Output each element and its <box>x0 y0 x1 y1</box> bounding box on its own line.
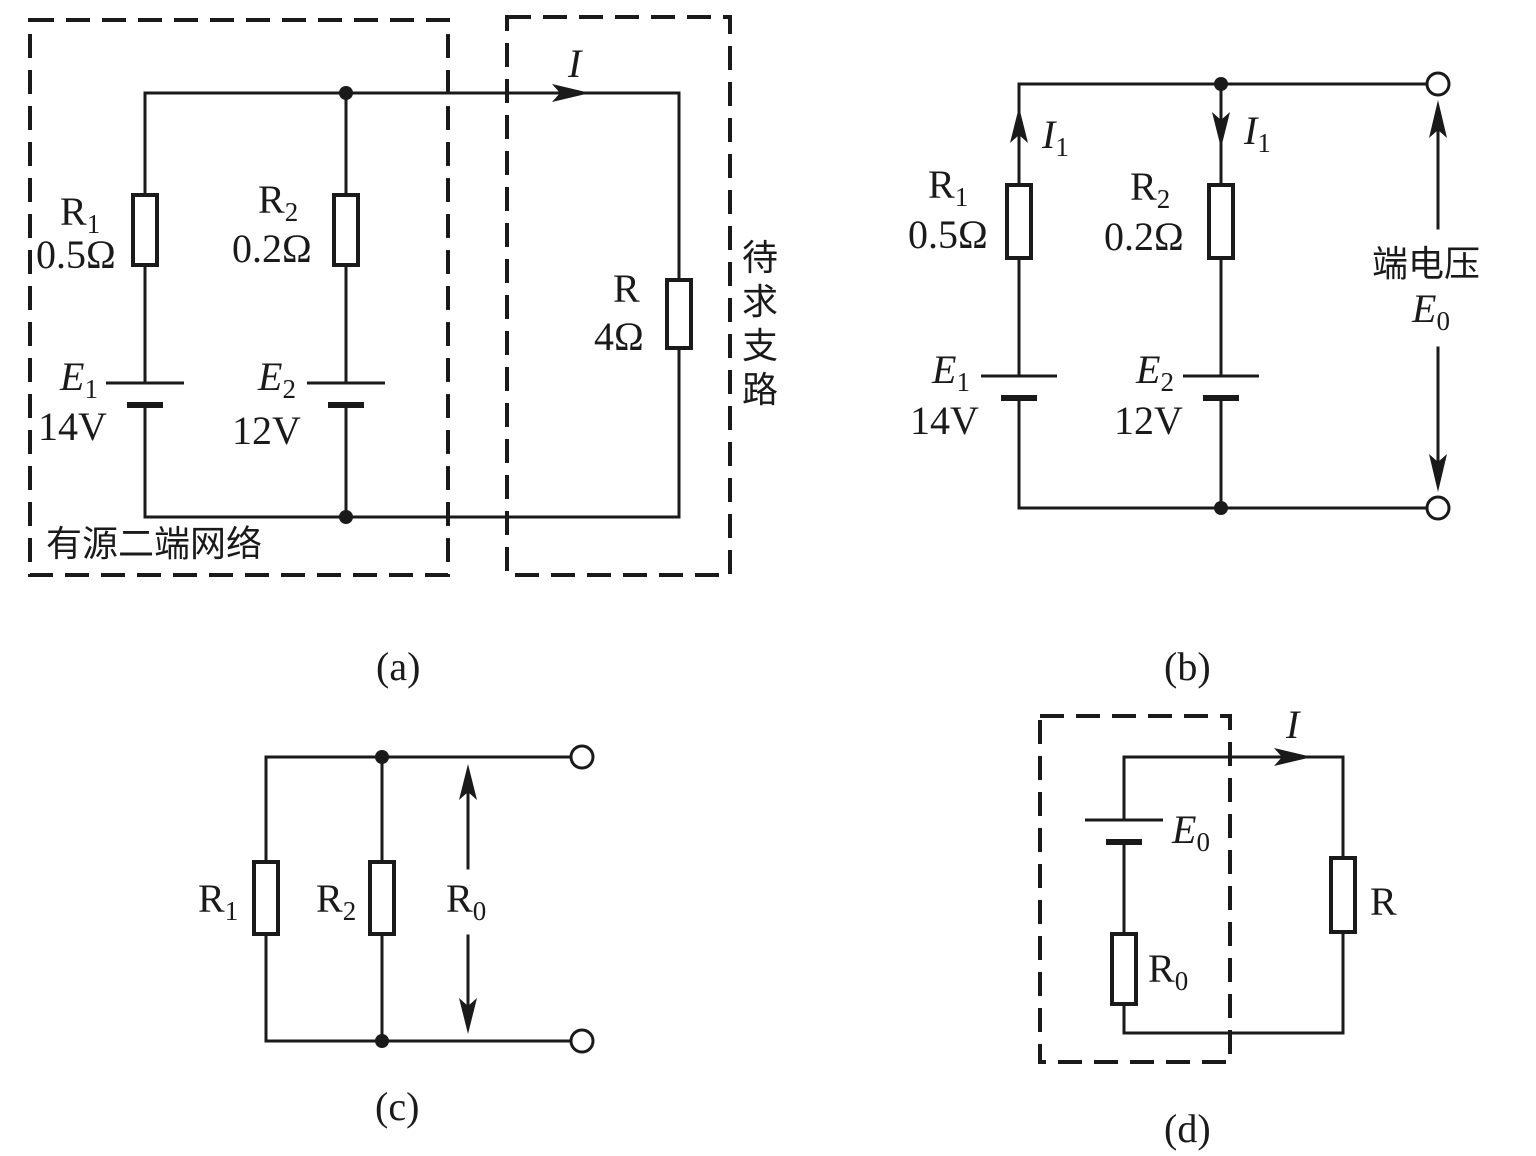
bottom-wire <box>1122 930 1345 1035</box>
voltage-arrow-up-icon <box>1429 100 1447 138</box>
terminal-top <box>569 744 595 770</box>
top-wire <box>143 91 681 282</box>
e1-label: E1 <box>59 354 98 404</box>
branch-label: 待求支路 <box>742 238 778 411</box>
r2-value: 0.2Ω <box>232 226 312 271</box>
active-network-label: 有源二端网络 <box>46 524 262 565</box>
e2-value: 12V <box>1114 398 1183 443</box>
junction-bottom <box>1214 501 1228 515</box>
r0-arrow-up-icon <box>459 764 477 800</box>
junction-bottom <box>339 510 353 524</box>
current-label: I <box>1285 702 1301 747</box>
diagram-a: I R1 0.5Ω R2 0.2Ω R 4Ω E1 14V E2 12V 有源二… <box>28 15 778 689</box>
junction-bottom <box>375 1034 389 1048</box>
resistor-r1 <box>131 193 159 267</box>
resistor-r1 <box>1005 183 1033 260</box>
r1-label: R1 <box>60 189 100 239</box>
e1-value: 14V <box>910 398 979 443</box>
resistor-r2 <box>1207 183 1235 260</box>
voltage-arrow-down-icon <box>1429 454 1447 492</box>
r0-arrow-down-icon <box>459 998 477 1034</box>
junction-top <box>339 86 353 100</box>
e0-label: E0 <box>1411 286 1450 336</box>
junction-top <box>375 750 389 764</box>
r2-label: R2 <box>316 876 356 926</box>
diagram-b: I1 I1 R1 0.5Ω R2 0.2Ω E1 14V E2 12V 端电压 … <box>908 71 1480 689</box>
current-arrow-icon <box>1274 748 1312 766</box>
current-up-arrow-icon <box>1010 107 1028 143</box>
outer-wire <box>1017 82 1432 510</box>
resistor-r1 <box>252 860 280 936</box>
e1-value: 14V <box>38 404 107 449</box>
r2-label: R2 <box>1130 164 1170 214</box>
r1-value: 0.5Ω <box>908 212 988 257</box>
resistor-r2 <box>368 860 396 936</box>
r1-label: R1 <box>198 876 238 926</box>
resistor-r0 <box>1110 932 1138 1006</box>
r1-value: 0.5Ω <box>36 232 116 277</box>
branch-box <box>505 15 732 577</box>
resistor-r <box>1329 856 1357 934</box>
current-down-arrow-icon <box>1212 112 1230 148</box>
current-arrow-icon <box>552 84 590 102</box>
terminal-voltage-label: 端电压 <box>1372 244 1480 285</box>
bottom-wire <box>143 346 681 519</box>
diagram-d: I E0 R0 R (d) <box>1038 702 1397 1151</box>
e2-value: 12V <box>232 408 301 453</box>
r0-label: R0 <box>1148 946 1188 996</box>
caption-c: (c) <box>375 1084 419 1129</box>
r2-label: R2 <box>258 177 298 227</box>
r-label: R <box>613 266 640 311</box>
caption-d: (d) <box>1164 1106 1211 1151</box>
current-label-right: I1 <box>1243 108 1271 158</box>
e2-label: E2 <box>257 354 296 404</box>
terminal-bottom <box>1425 495 1451 521</box>
resistor-r <box>665 278 693 350</box>
r0-label: R0 <box>446 876 486 926</box>
equivalent-source-box <box>1038 714 1232 1064</box>
e0-label: E0 <box>1171 807 1210 857</box>
r1-label: R1 <box>928 162 968 212</box>
active-network-box <box>28 18 450 577</box>
junction-top <box>1214 77 1228 91</box>
caption-a: (a) <box>376 644 420 689</box>
r-value: 4Ω <box>594 314 644 359</box>
e1-label: E1 <box>931 347 970 397</box>
terminal-bottom <box>569 1028 595 1054</box>
terminal-top <box>1425 71 1451 97</box>
outer-wire <box>264 755 573 1043</box>
top-wire <box>1122 755 1345 860</box>
r-label: R <box>1370 879 1397 924</box>
current-label: I <box>567 41 583 86</box>
diagram-c: R1 R2 R0 (c) <box>198 744 595 1129</box>
current-label-left: I1 <box>1041 112 1069 162</box>
e2-label: E2 <box>1135 347 1174 397</box>
resistor-r2 <box>332 193 360 267</box>
r2-value: 0.2Ω <box>1104 214 1184 259</box>
caption-b: (b) <box>1164 644 1211 689</box>
